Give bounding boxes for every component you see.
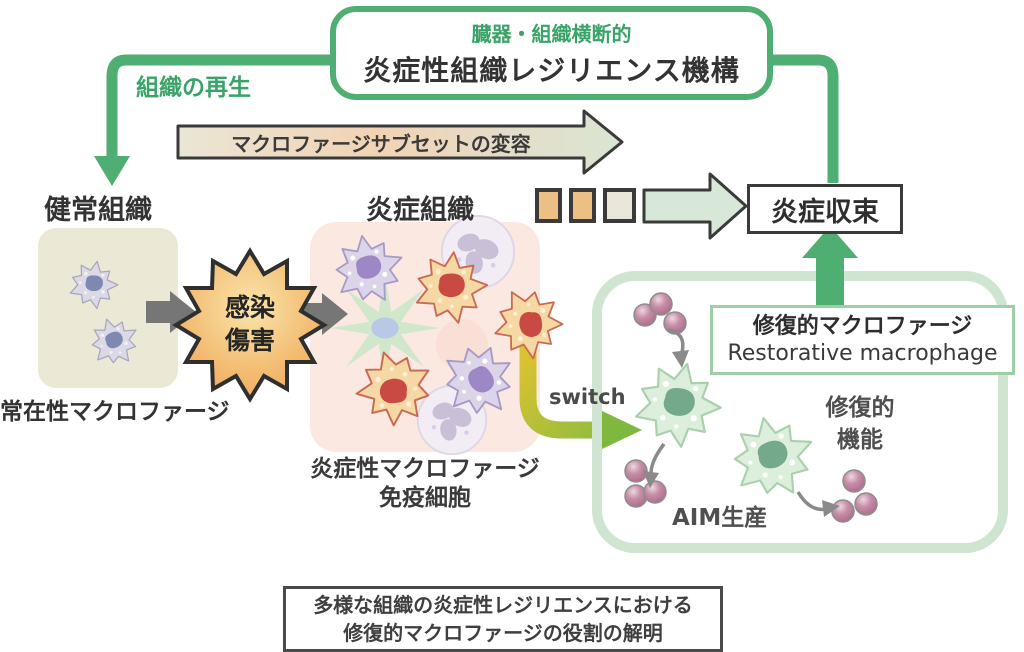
resident-macrophage-caption: 常在性マクロファージ — [0, 399, 230, 425]
aim-production-label: AIM生産 — [672, 505, 768, 531]
switch-arrowhead-icon — [602, 411, 642, 449]
aim-flow-arrow-line — [796, 491, 827, 512]
infection-line2: 傷害 — [224, 325, 275, 355]
footer-line2: 修復的マクロファージの役割の解明 — [343, 621, 663, 645]
header-tagline: 臓器・組織横断的 — [471, 21, 632, 46]
aim-particle-icon — [624, 484, 648, 508]
aim-particle-icon — [663, 311, 687, 335]
aim-particle-icon — [649, 292, 673, 316]
arrow-to-resolution-icon — [642, 172, 748, 240]
restorative-macrophage-label-jp: 修復的マクロファージ — [752, 313, 973, 339]
aim-flow-arrow-line — [667, 328, 685, 357]
aim-particle-icon — [831, 499, 855, 523]
diagram-title: 炎症性組織レジリエンス機構 — [363, 53, 740, 87]
resolution-connector-line — [764, 54, 839, 183]
aim-particle-icon — [624, 459, 648, 483]
aim-flow-arrowhead-icon — [822, 500, 840, 517]
regeneration-label: 組織の再生 — [136, 75, 251, 101]
inflammation-resolution-box: 炎症収束 — [747, 184, 903, 234]
aim-flow-arrowhead-icon — [643, 471, 659, 488]
regeneration-arrowhead-icon — [94, 156, 130, 186]
infection-injury-label: 感染 傷害 — [198, 292, 302, 357]
inflammation-resolution-label: 炎症収束 — [771, 196, 879, 228]
transition-square-3 — [603, 188, 636, 223]
infection-line1: 感染 — [224, 293, 275, 322]
switch-label: switch — [549, 385, 626, 409]
aim-particle-icon — [643, 480, 667, 504]
footer-box: 多様な組織の炎症性レジリエンスにおける 修復的マクロファージの役割の解明 — [283, 586, 723, 652]
aim-particle-icon — [854, 492, 878, 516]
healthy-tissue-title: 健常組織 — [44, 195, 152, 226]
inflamed-tissue-box — [310, 222, 540, 452]
restorative-function-line1: 修復的 — [825, 395, 895, 421]
aim-particle-icon — [842, 469, 866, 493]
inflamed-tissue-caption: 炎症性マクロファージ 免疫細胞 — [308, 455, 542, 513]
transition-square-2 — [569, 188, 596, 223]
immune-cells-caption: 免疫細胞 — [379, 484, 471, 511]
transition-square-1 — [535, 188, 562, 223]
subset-transition-label: マクロファージサブセットの変容 — [231, 132, 531, 156]
restorative-macrophage-label-en: Restorative macrophage — [727, 341, 998, 366]
aim-flow-arrowhead-icon — [672, 350, 689, 368]
restorative-macrophage-box: 修復的マクロファージ Restorative macrophage — [710, 305, 1015, 375]
header-frame-box: 臓器・組織横断的 炎症性組織レジリエンス機構 — [330, 6, 773, 100]
inflammatory-macrophage-caption: 炎症性マクロファージ — [310, 456, 540, 482]
aim-particle-icon — [633, 303, 657, 327]
arrow-restorative-to-resolution-icon — [802, 226, 858, 307]
inflamed-tissue-title: 炎症組織 — [366, 195, 474, 226]
aim-flow-arrow-line — [649, 442, 666, 477]
healthy-tissue-box — [38, 228, 178, 388]
restorative-function-label: 修復的 機能 — [805, 392, 915, 456]
footer-line1: 多様な組織の炎症性レジリエンスにおける — [313, 593, 693, 617]
restorative-function-line2: 機能 — [837, 427, 883, 454]
